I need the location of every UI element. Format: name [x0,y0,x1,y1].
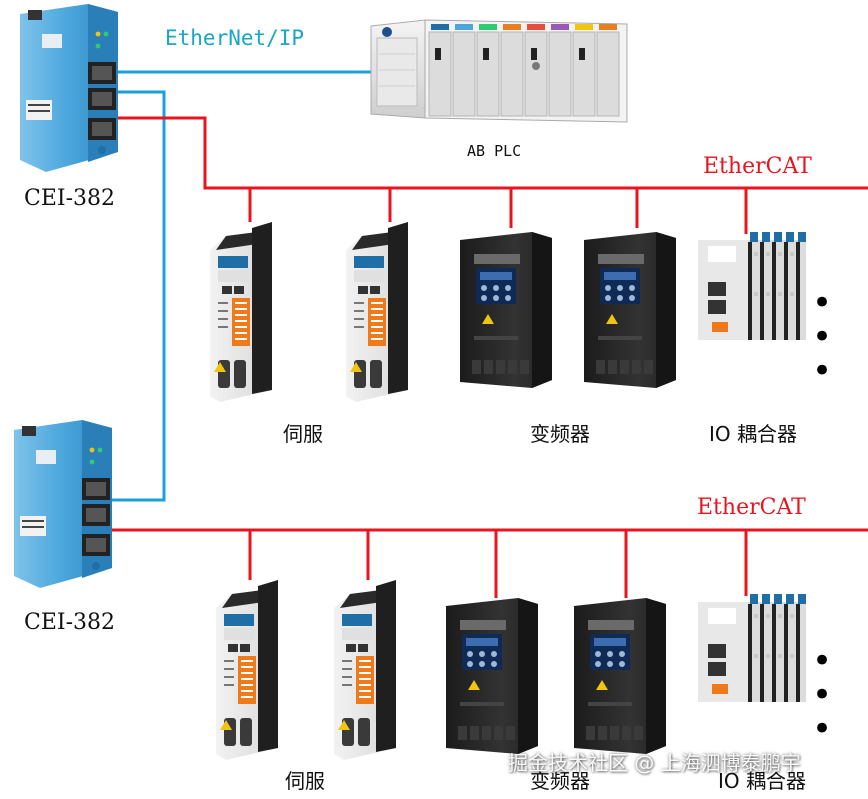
servo-bottom-1 [216,580,278,760]
ethercat-top-label: EtherCAT [703,154,812,179]
servo-bottom-label: 伺服 [285,769,325,793]
servo-top-1 [210,222,272,402]
servo-top-label: 伺服 [283,422,323,446]
vfd-bottom-1 [446,598,538,754]
io-coupler-top-label: IO 耦合器 [709,422,797,446]
ethercat-line-top [112,116,868,190]
watermark: 掘金技术社区 @ 上海泗博泰鹏宇 [508,751,801,775]
ethercat-bottom-label: EtherCAT [697,495,806,520]
gateway-bottom-label: CEI-382 [24,610,116,635]
servo-bottom-2 [334,580,396,760]
more-devices-top-icon: • • • [812,283,837,391]
vfd-top-1 [460,232,552,388]
vfd-bottom-label: 变频器 [530,769,590,793]
vfd-top-label: 变频器 [530,422,590,446]
gateway-top-label: CEI-382 [24,186,116,211]
ab-plc-device [370,19,628,123]
io-coupler-top [698,232,806,340]
gateway-bottom-device [14,420,112,588]
vfd-top-2 [584,232,676,388]
servo-top-2 [346,222,408,402]
plc-label: AB PLC [467,142,522,160]
ethercat-drops-top [248,188,748,234]
vfd-bottom-2 [574,598,666,754]
ethercat-drops-bottom [248,530,748,598]
io-coupler-bottom-label: IO 耦合器 [718,769,806,793]
gateway-top-device [20,4,118,172]
ethernet-ip-line-between-gateways [106,90,166,502]
ethernet-ip-label: EtherNet/IP [165,26,305,50]
more-devices-bottom-icon: • • • [812,641,837,749]
io-coupler-bottom [698,594,806,702]
